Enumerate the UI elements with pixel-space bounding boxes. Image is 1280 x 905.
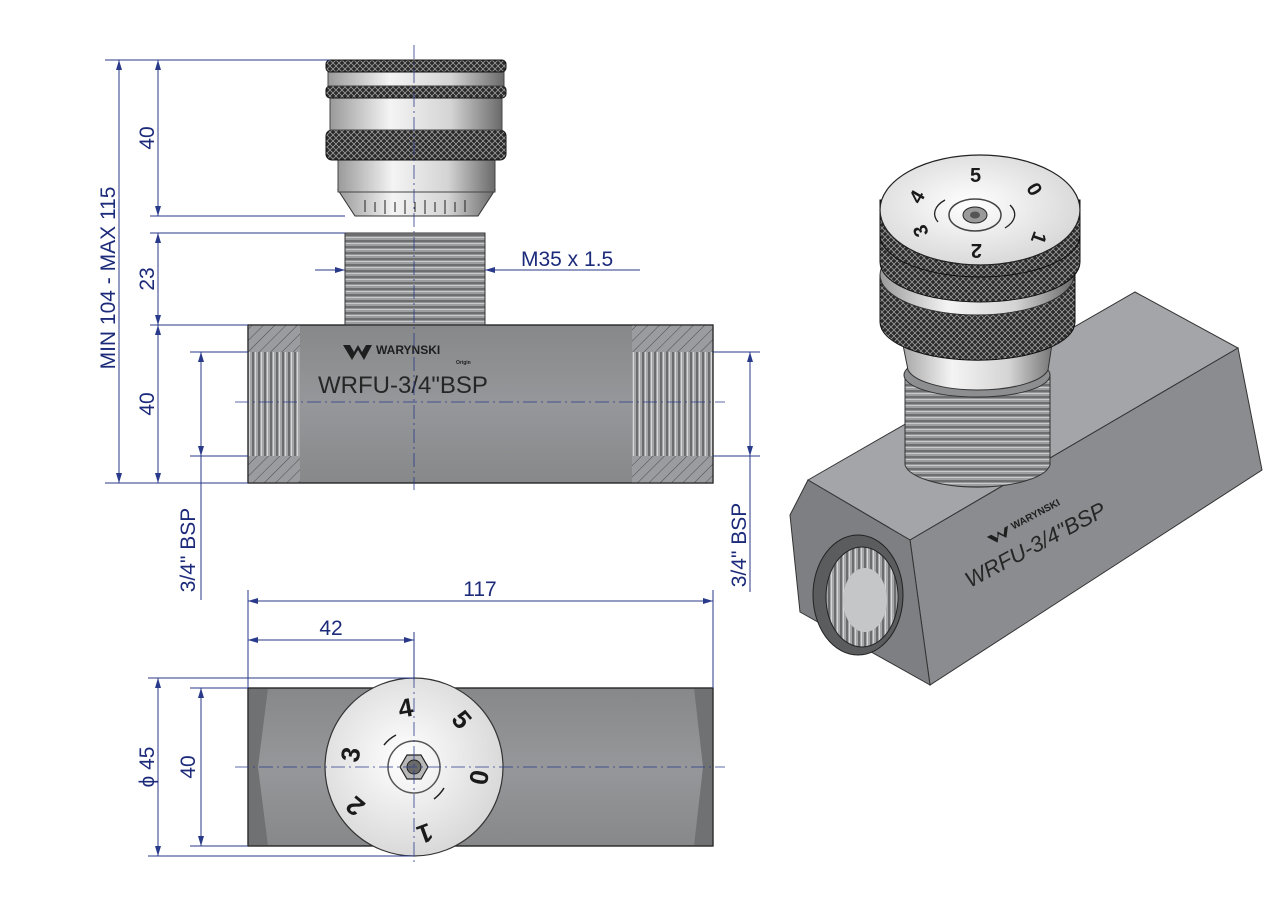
body-height-label: 40 (136, 392, 159, 415)
scale-ticks (364, 200, 466, 214)
left-port-hatch-bottom (248, 456, 300, 483)
body-length-label: 117 (463, 578, 496, 601)
knob-knurl-middle (325, 85, 507, 99)
right-port-hatch-bottom (632, 456, 713, 483)
dial-number: 3 (335, 745, 367, 764)
brand-subtext: Origin (456, 360, 471, 366)
left-port-label: 3/4" BSP (177, 508, 200, 593)
right-port-label: 3/4" BSP (728, 503, 751, 588)
knob-diameter-label: ϕ 45 (136, 747, 159, 788)
iso-dial-number: 2 (971, 239, 982, 261)
thread-height-label: 23 (136, 267, 159, 290)
front-view: WARYNSKI Origin WRFU-3/4"BSP (235, 45, 725, 490)
dial-number: 0 (463, 768, 495, 787)
iso-thread-neck (904, 374, 1051, 488)
knob-offset-label: 42 (319, 617, 342, 640)
overall-height-label: MIN 104 - MAX 115 (97, 187, 120, 370)
knob-height-label: 40 (136, 126, 159, 149)
isometric-view: WARYNSKI WRFU-3/4"BSP 4 5 0 1 2 3 (789, 154, 1263, 686)
top-view-chamfer-left (248, 688, 268, 846)
dial-arrow-cw (433, 787, 445, 800)
top-view: 4 5 0 1 2 3 (235, 650, 725, 862)
right-port-thread (632, 352, 713, 456)
knob-scale-cone (337, 189, 496, 217)
knob-upper-band (327, 71, 505, 87)
adjustment-knob (325, 59, 507, 217)
model-text: WRFU-3/4"BSP (318, 372, 488, 399)
logo-mark (343, 345, 372, 360)
knob-knurl-bottom (325, 129, 507, 161)
thread-neck (344, 232, 486, 326)
dial-arrow-ccw (383, 734, 397, 746)
knob-knurl-top (325, 59, 507, 73)
brand-text: WARYNSKI (376, 343, 440, 357)
left-port-hatch-top (248, 325, 300, 352)
dial-number: 4 (396, 692, 416, 724)
right-port-hatch-top (632, 325, 713, 352)
top-dimensions: 117 42 ϕ 45 40 (136, 578, 714, 857)
brand-logo: WARYNSKI Origin (343, 343, 471, 366)
left-port-thread (248, 352, 300, 456)
front-dimensions: MIN 104 - MAX 115 40 23 40 3/4" BSP 3/4"… (97, 59, 760, 600)
knob-middle-band (329, 97, 503, 131)
body-width-label: 40 (177, 755, 200, 778)
thread-spec-label: M35 x 1.5 (521, 248, 613, 271)
knob-collar (337, 159, 496, 193)
iso-dial-number: 5 (970, 165, 981, 187)
